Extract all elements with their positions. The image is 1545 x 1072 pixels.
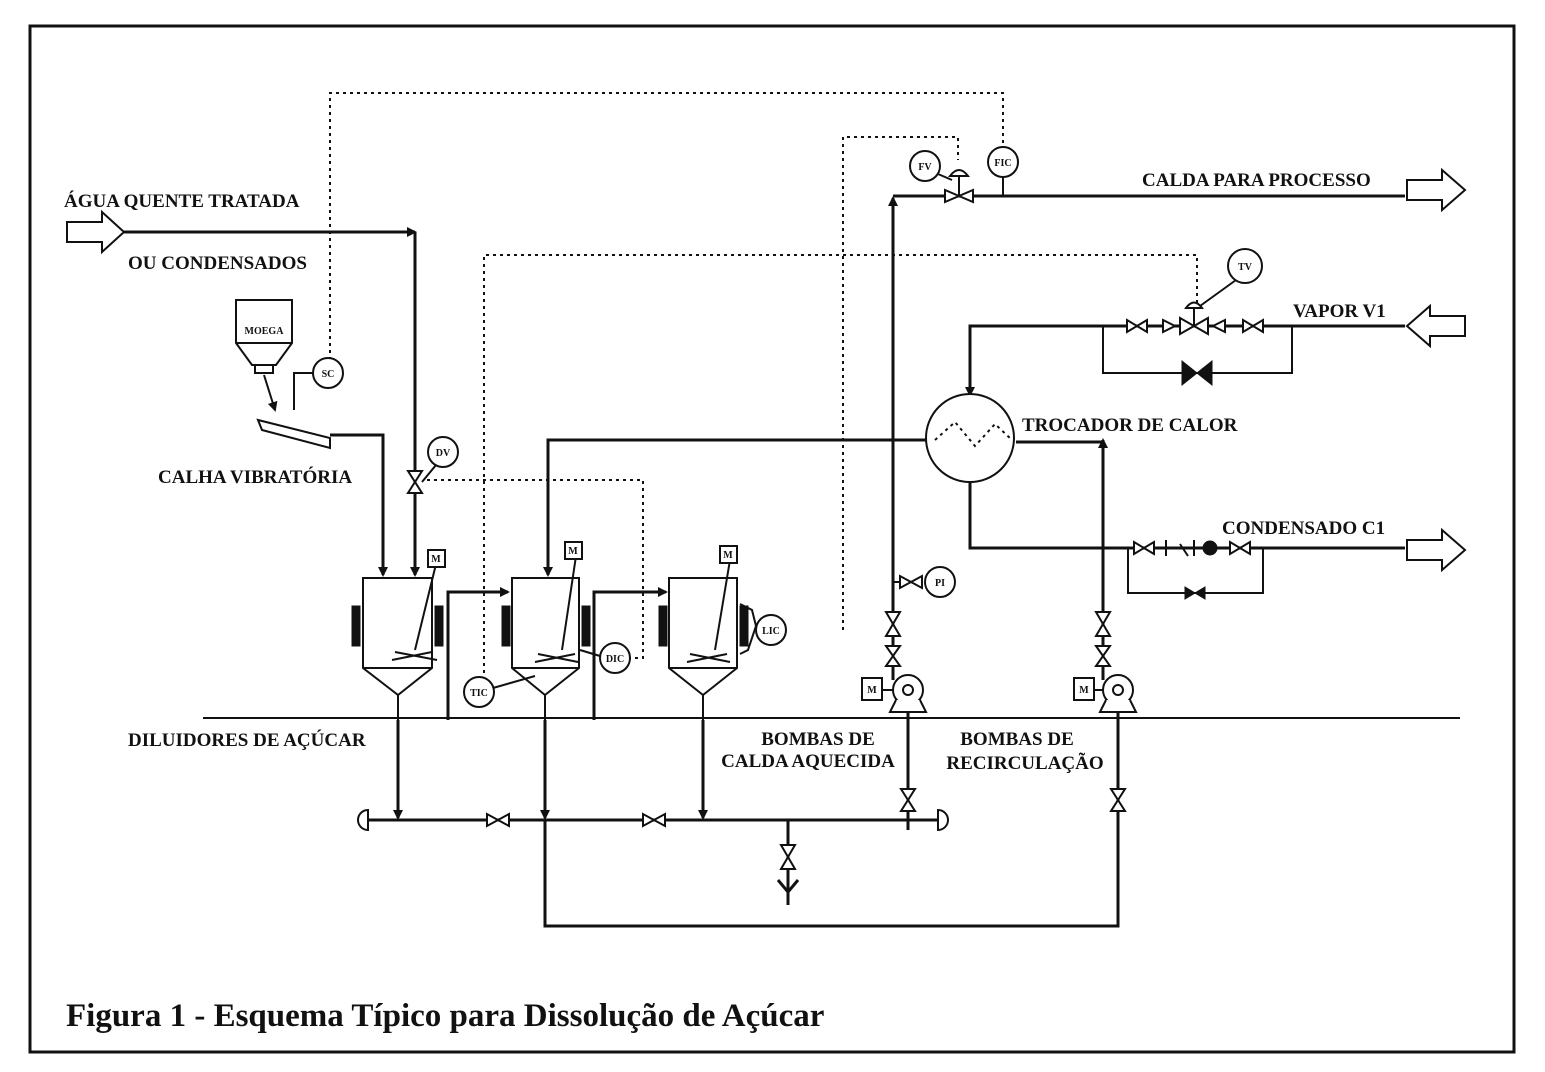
label-diluidores: DILUIDORES DE AÇÚCAR (128, 729, 366, 751)
label-vapor: VAPOR V1 (1293, 301, 1386, 322)
tag-tic: TIC (470, 688, 488, 699)
sc-instrument (312, 357, 344, 389)
tag-dv: DV (436, 448, 451, 459)
label-bombas-recirc-2: RECIRCULAÇÃO (946, 752, 1103, 774)
condensate-outlet-arrow (1406, 527, 1467, 573)
pump2-suction-valve (1109, 788, 1127, 812)
pump-recirculacao (1073, 674, 1138, 713)
mixer-motor-3 (719, 545, 738, 564)
diluter-tank-1 (351, 549, 446, 697)
tv-instrument (1227, 248, 1263, 284)
diluter-tank-2 (501, 541, 591, 697)
tag-pi: PI (935, 578, 945, 589)
diluter-tank-3 (658, 545, 749, 697)
figure-caption: Figura 1 - Esquema Típico para Dissoluçã… (66, 998, 824, 1034)
pi-valve (899, 574, 923, 590)
label-moega: MOEGA (245, 326, 285, 337)
label-bombas-recirc-1: BOMBAS DE (960, 729, 1074, 750)
valves (406, 169, 1264, 870)
tag-sc: SC (322, 369, 335, 380)
flow-arrows (66, 167, 1467, 573)
tag-tv: TV (1238, 262, 1253, 273)
tag-motor-pump-1: M (867, 685, 877, 696)
pi-instrument (924, 566, 956, 598)
label-calha: CALHA VIBRATÓRIA (158, 466, 352, 488)
header-valve-1 (486, 812, 510, 828)
product-outlet-arrow (1406, 167, 1467, 213)
mixer-motor-1 (427, 549, 446, 568)
label-bombas-calda-1: BOMBAS DE (761, 729, 875, 750)
tag-fic: FIC (994, 158, 1011, 169)
water-control-valve (406, 470, 424, 494)
tag-dic: DIC (606, 654, 624, 665)
tag-motor-1: M (431, 554, 441, 565)
dv-instrument (427, 436, 459, 468)
drain-valve (779, 844, 797, 870)
label-calda-processo: CALDA PARA PROCESSO (1142, 170, 1371, 191)
fv-instrument (909, 150, 941, 182)
tag-fv: FV (918, 162, 932, 173)
header-cap-right (937, 808, 949, 832)
signal-lines (329, 92, 1198, 680)
tag-motor-3: M (723, 550, 733, 561)
tank-outlets (397, 695, 704, 720)
pump2-valve-a (1094, 611, 1112, 637)
header-cap-left (357, 808, 369, 832)
process-lines (124, 194, 1460, 928)
labels: ÁGUA QUENTE TRATADA OU CONDENSADOS MOEGA… (64, 158, 1386, 1034)
tag-lic: LIC (762, 626, 780, 637)
header-valve-2 (642, 812, 666, 828)
tag-motor-2: M (568, 546, 578, 557)
mixer-motor-2 (564, 541, 583, 560)
label-bombas-calda-2: CALDA AQUECIDA (721, 751, 895, 772)
label-trocador: TROCADOR DE CALOR (1022, 415, 1238, 436)
label-agua-quente: ÁGUA QUENTE TRATADA (64, 190, 300, 212)
pump1-suction-valve (899, 788, 917, 812)
instruments (312, 146, 1263, 708)
tic-instrument (463, 676, 495, 708)
dic-instrument (599, 642, 631, 674)
hopper (235, 299, 293, 412)
pump-calda-aquecida (861, 674, 928, 713)
steam-inlet-arrow (1405, 303, 1466, 349)
water-inlet-arrow (66, 209, 126, 255)
pump1-check (884, 645, 902, 667)
label-condensado: CONDENSADO C1 (1222, 518, 1385, 539)
pump1-valve-a (884, 611, 902, 637)
lic-instrument (755, 614, 787, 646)
vibratory-chute (256, 418, 331, 450)
label-ou-condensados: OU CONDENSADOS (128, 253, 307, 274)
heat-exchanger (925, 393, 1015, 483)
diagram-border (28, 24, 1516, 1054)
tag-motor-pump-2: M (1079, 685, 1089, 696)
pump2-check (1094, 645, 1112, 667)
